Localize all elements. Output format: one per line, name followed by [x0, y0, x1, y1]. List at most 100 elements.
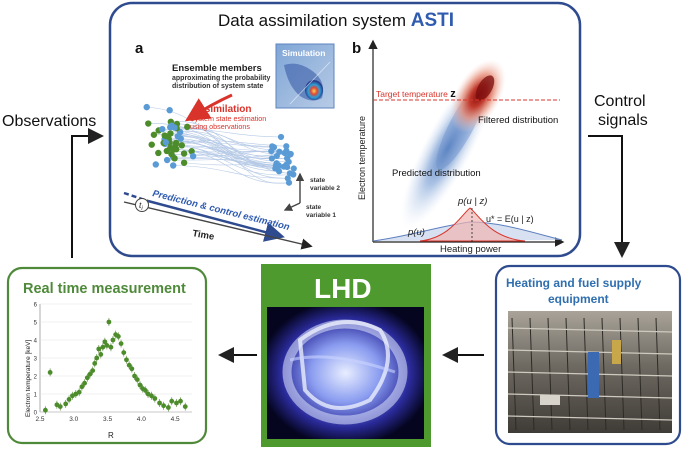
realtime-data-point — [102, 339, 108, 345]
ensemble-member — [283, 143, 290, 150]
assimilated-member — [180, 150, 188, 157]
realtime-data-point — [90, 368, 96, 373]
predicted-distribution-label: Predicted distribution — [392, 168, 481, 179]
ensemble-member — [284, 175, 291, 182]
simulation-label: Simulation — [282, 48, 325, 58]
ensemble-member — [189, 152, 197, 160]
equipment-rack — [637, 317, 643, 431]
ensemble-member — [285, 158, 292, 165]
prediction-dashed — [123, 191, 149, 203]
ensemble-member — [166, 107, 173, 114]
realtime-y-tick: 1 — [34, 393, 38, 399]
ensemble-member — [168, 122, 175, 129]
realtime-y-tick: 5 — [34, 321, 38, 327]
assimilated-member — [188, 148, 195, 155]
ensemble-member — [290, 165, 297, 172]
realtime-data-point — [94, 355, 100, 361]
realtime-data-point — [115, 334, 121, 339]
realtime-data-point — [108, 344, 114, 350]
ensemble-member — [273, 160, 280, 167]
realtime-x-tick: 3.0 — [69, 416, 78, 423]
realtime-data-point — [161, 403, 167, 409]
equipment-pipe — [507, 415, 673, 421]
realtime-x-tick: 2.5 — [35, 416, 44, 423]
ensemble-member — [163, 156, 171, 164]
assimilated-member — [155, 149, 162, 157]
ensemble-member — [286, 151, 294, 158]
realtime-data-point — [47, 370, 53, 375]
ensemble-line — [175, 142, 274, 148]
realtime-data-point — [134, 377, 140, 382]
ensemble-member — [270, 144, 278, 151]
control-signals-line2: signals — [598, 112, 648, 129]
realtime-data-point — [137, 382, 143, 388]
ensemble-member — [152, 161, 159, 168]
realtime-data-point — [82, 380, 87, 386]
heating-title-line1: Heating and fuel supply — [506, 276, 642, 290]
ensemble-line — [181, 145, 291, 155]
ensemble-line — [174, 158, 279, 167]
realtime-data-point — [174, 400, 179, 406]
equipment-pipe — [507, 327, 673, 333]
control-signals-line1: Control — [594, 93, 646, 110]
assimilation-sub2: using observations — [190, 122, 250, 131]
panel-b-y-label: Electron temperature — [357, 116, 367, 200]
lhd-label: LHD — [314, 273, 372, 304]
realtime-y-tick: 2 — [34, 375, 38, 381]
realtime-data-point — [178, 398, 183, 404]
assimilated-member — [180, 159, 188, 166]
realtime-data-point — [149, 393, 154, 399]
ensemble-member — [275, 168, 283, 175]
assimilated-member — [161, 132, 168, 139]
state-variable-1-line1: state — [306, 204, 322, 211]
panel-a-letter: a — [135, 40, 144, 57]
ensemble-member — [174, 133, 182, 140]
simulation-heatmap — [305, 80, 323, 100]
ustar-label: u* = E(u | z) — [486, 214, 534, 224]
ensemble-title: Ensemble members — [172, 63, 262, 74]
asti-title: Data assimilation system ASTI — [218, 10, 454, 31]
state-variable-2-line1: state — [310, 177, 326, 184]
panel-b-letter: b — [352, 40, 361, 57]
ensemble-member — [169, 162, 177, 169]
ensemble-line — [177, 136, 276, 169]
realtime-x-tick: 4.0 — [137, 416, 146, 423]
assimilation-sub1: System state estimation — [190, 114, 266, 123]
realtime-data-point — [63, 401, 69, 407]
ensemble-sub1: approximating the probability — [172, 75, 271, 82]
ensemble-line — [170, 126, 273, 147]
realtime-data-point — [100, 344, 106, 350]
equipment-rack — [655, 317, 661, 431]
assimilated-member — [178, 142, 186, 149]
realtime-y-label: Electron temperature [keV] — [25, 339, 32, 417]
observations-label: Observations — [2, 113, 96, 130]
ensemble-line — [176, 127, 282, 138]
posterior-control-curve — [419, 207, 526, 242]
state-variable-1-axis — [283, 202, 301, 211]
realtime-x-tick: 4.5 — [171, 416, 180, 423]
assimilated-member — [150, 131, 158, 138]
time-marker — [135, 198, 149, 212]
ensemble-member — [159, 125, 166, 133]
realtime-data-point — [129, 366, 135, 372]
time-marker-label: ti — [139, 200, 143, 212]
ensemble-member — [273, 152, 280, 160]
ensemble-member — [277, 133, 285, 141]
realtime-data-point — [84, 375, 90, 381]
assimilated-member — [184, 123, 191, 131]
lhd-plasma-photo — [267, 307, 424, 439]
assimilation-arrow — [184, 93, 233, 122]
realtime-data-point — [96, 346, 102, 352]
observations-arrow — [71, 128, 104, 258]
realtime-data-point — [182, 404, 188, 409]
realtime-data-point — [43, 407, 48, 413]
ensemble-member — [268, 155, 276, 162]
panel-b-x-label: Heating power — [440, 244, 501, 255]
assimilated-ensemble-cluster — [143, 103, 197, 169]
realtime-data-point — [104, 343, 110, 348]
realtime-x-tick: 3.5 — [103, 416, 112, 423]
asti-frame — [108, 1, 582, 258]
assimilation-title: Assimilation — [192, 104, 251, 115]
realtime-title: Real time measurement — [23, 281, 186, 297]
assimilated-member — [171, 155, 178, 162]
